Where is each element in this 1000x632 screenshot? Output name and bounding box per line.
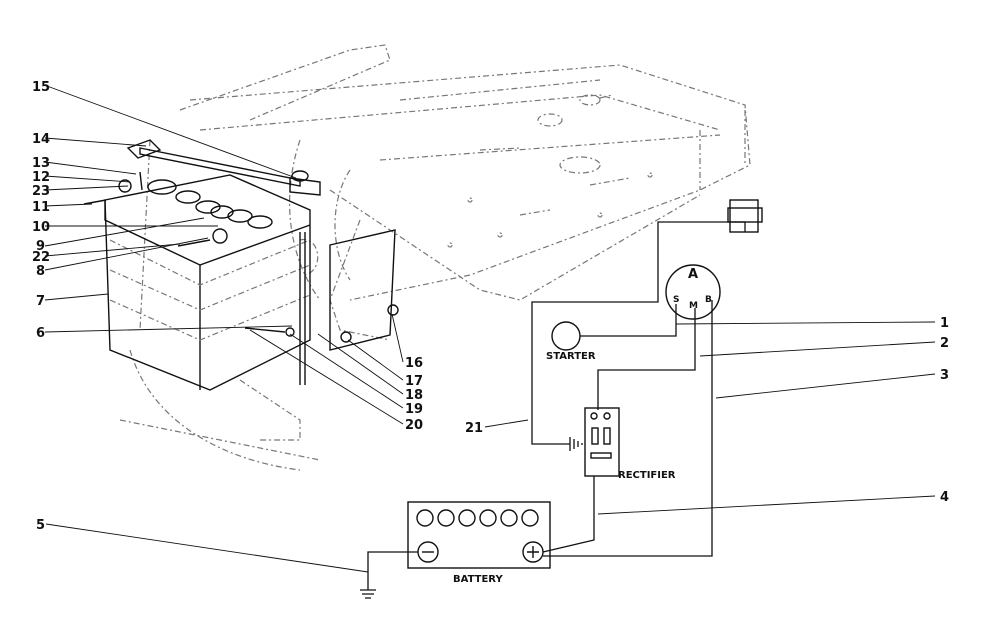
callout-21: 21 [465, 421, 483, 436]
callout-23: 23 [32, 184, 50, 199]
callout-19: 19 [405, 402, 423, 417]
callout-2: 2 [940, 336, 949, 351]
callout-1: 1 [940, 316, 949, 331]
wiring-schematic [360, 199, 763, 599]
starter-label: STARTER [546, 351, 596, 362]
battery-schematic [407, 501, 551, 569]
switch-s-label: S [673, 295, 679, 305]
callout-10: 10 [32, 220, 50, 235]
switch-m-label: M [689, 301, 698, 311]
callout-8: 8 [36, 264, 45, 279]
callout-15: 15 [32, 80, 50, 95]
callout-14: 14 [32, 132, 50, 147]
component-labels: STARTER RECTIFIER BATTERY A S M B [453, 267, 712, 585]
switch-b-label: B [705, 295, 712, 305]
switch-a-label: A [688, 267, 698, 282]
rectifier-label: RECTIFIER [618, 470, 676, 481]
callout-20: 20 [405, 418, 423, 433]
leader-lines [44, 85, 936, 573]
ignition-switch [665, 264, 721, 320]
callout-3: 3 [940, 368, 949, 383]
callout-18: 18 [405, 388, 423, 403]
callout-12: 12 [32, 170, 50, 185]
callouts: 15 14 13 12 23 11 10 9 22 8 7 6 5 16 17 … [32, 80, 949, 533]
tractor-frame-outline [119, 44, 751, 471]
callout-9: 9 [36, 239, 45, 254]
callout-13: 13 [32, 156, 50, 171]
rectifier-box [584, 407, 620, 477]
callout-7: 7 [36, 294, 45, 309]
callout-22: 22 [32, 250, 50, 265]
starter-motor [551, 321, 581, 351]
callout-11: 11 [32, 200, 50, 215]
callout-17: 17 [405, 374, 423, 389]
callout-4: 4 [940, 490, 949, 505]
callout-5: 5 [36, 518, 45, 533]
battery-label: BATTERY [453, 574, 503, 585]
battery-pictorial [83, 139, 399, 391]
callout-6: 6 [36, 326, 45, 341]
connector-plug [729, 199, 759, 233]
callout-16: 16 [405, 356, 423, 371]
